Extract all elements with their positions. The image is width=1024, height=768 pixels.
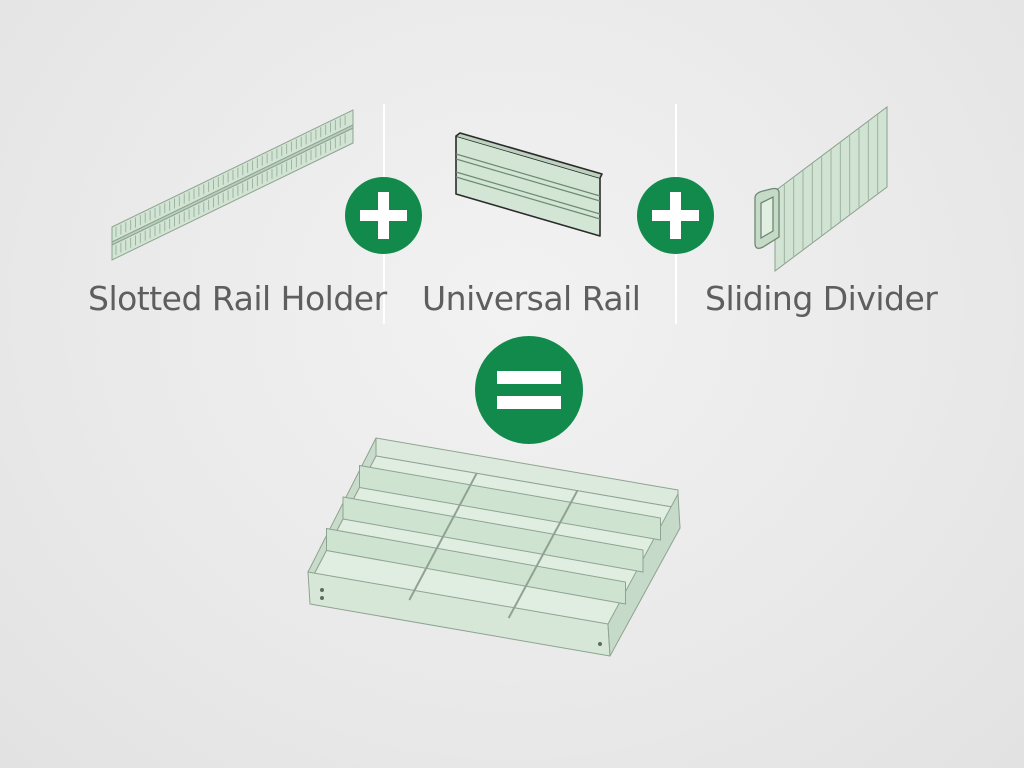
slotted-rail-holder-illustration — [111, 109, 354, 261]
plus-operator-1 — [345, 177, 422, 254]
plus-operator-2 — [637, 177, 714, 254]
equals-icon — [497, 371, 561, 409]
label-universal-rail: Universal Rail — [422, 279, 641, 318]
universal-rail-illustration — [455, 132, 603, 237]
equals-operator — [475, 336, 583, 444]
label-sliding-divider: Sliding Divider — [705, 279, 938, 318]
plus-icon — [360, 192, 407, 239]
label-slotted-rail-holder: Slotted Rail Holder — [88, 279, 387, 318]
sliding-divider-illustration — [754, 106, 888, 272]
plus-icon — [652, 192, 699, 239]
assembled-drawer-illustration — [307, 437, 681, 657]
